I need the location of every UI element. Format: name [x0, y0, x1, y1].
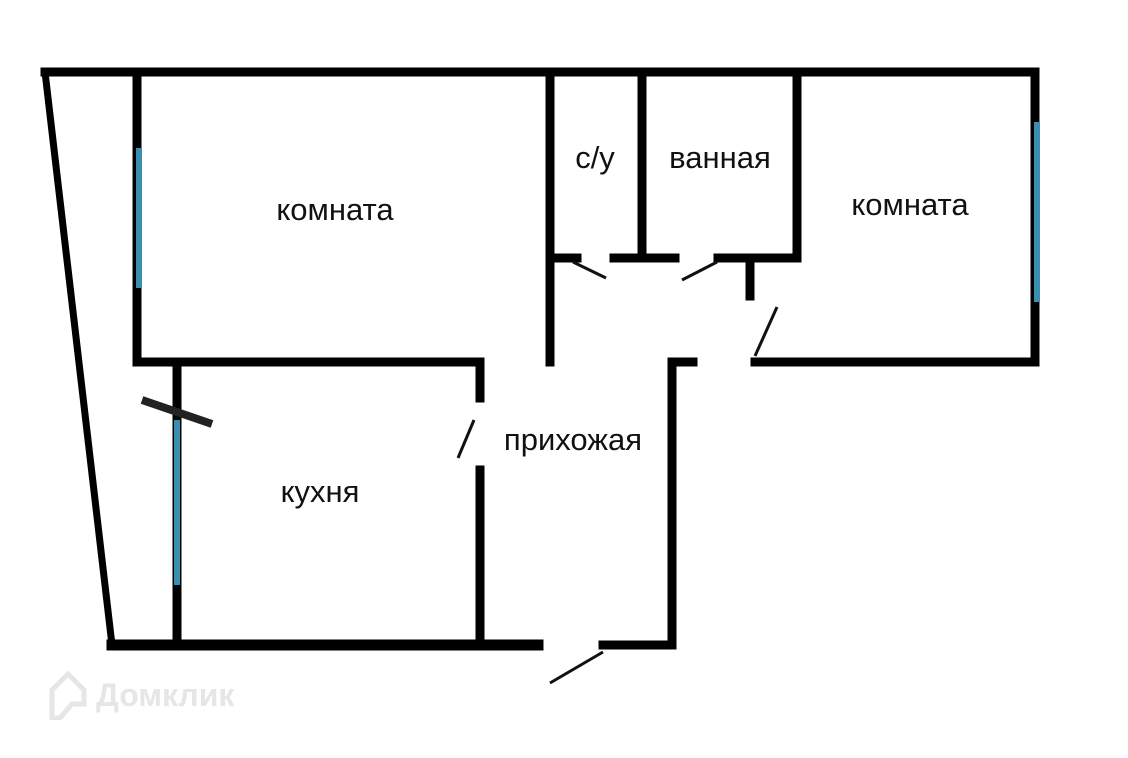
door-kitchen	[456, 419, 476, 459]
balcony-door-mark	[140, 396, 214, 428]
label-bathroom: ванная	[669, 140, 771, 175]
wall-left-slanted	[41, 68, 116, 649]
walls	[40, 67, 1040, 651]
house-logo-icon	[49, 670, 87, 720]
windows	[136, 122, 1040, 585]
door-bathroom	[681, 260, 718, 282]
watermark: Домклик	[48, 670, 234, 720]
label-kitchen: кухня	[280, 474, 360, 509]
label-toilet: с/у	[575, 140, 615, 175]
door-entrance	[549, 650, 604, 685]
label-hallway: прихожая	[503, 422, 643, 457]
door-room-right	[753, 306, 779, 357]
label-room-right: комната	[851, 187, 969, 222]
watermark-text: Домклик	[96, 676, 235, 713]
door-toilet	[572, 260, 607, 280]
label-room-left: комната	[276, 192, 394, 227]
doors	[456, 260, 779, 685]
